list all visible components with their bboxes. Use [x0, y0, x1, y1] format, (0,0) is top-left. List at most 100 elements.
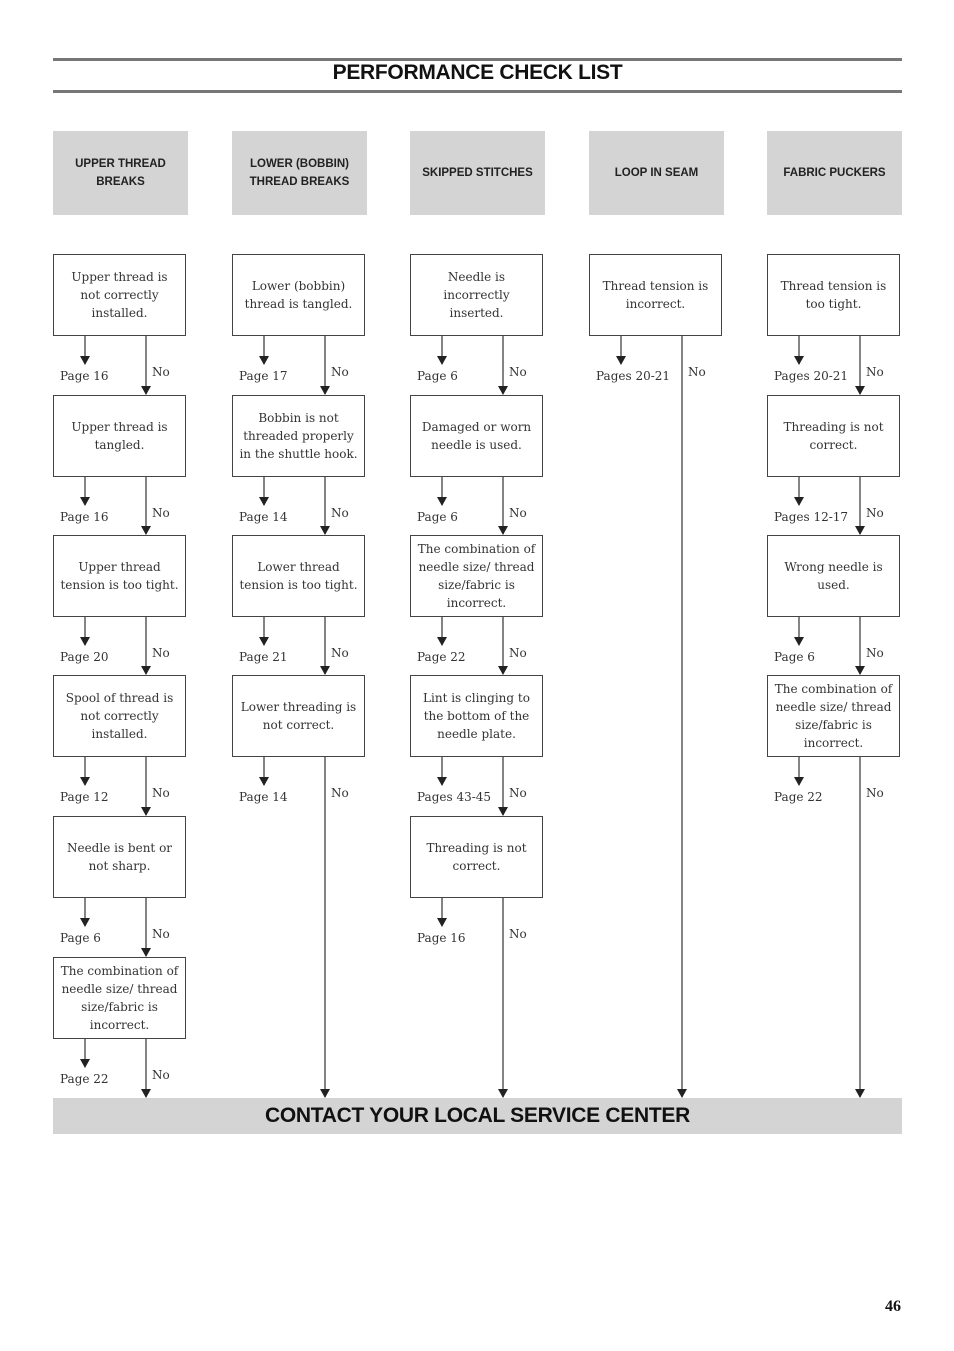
yes-arrow — [437, 497, 447, 506]
no-label: No — [866, 646, 884, 660]
no-label: No — [866, 506, 884, 520]
no-arrow — [320, 1089, 330, 1098]
yes-arrow — [437, 356, 447, 365]
yes-arrow — [794, 777, 804, 786]
no-label: No — [152, 365, 170, 379]
no-label: No — [152, 786, 170, 800]
page-reference: Pages 20-21 — [596, 369, 671, 383]
check-box: Threading is not correct. — [767, 395, 900, 477]
check-box: The combination of needle size/ thread s… — [53, 957, 186, 1039]
page-reference: Page 21 — [239, 650, 288, 664]
no-arrow — [498, 1089, 508, 1098]
no-label: No — [152, 1068, 170, 1082]
page-reference: Page 20 — [60, 650, 109, 664]
check-box: Threading is not correct. — [410, 816, 543, 898]
no-label: No — [152, 646, 170, 660]
check-box: Lint is clinging to the bottom of the ne… — [410, 675, 543, 757]
check-box: Needle is bent or not sharp. — [53, 816, 186, 898]
yes-arrow — [80, 356, 90, 365]
no-arrow — [320, 386, 330, 395]
check-box: Upper thread tension is too tight. — [53, 535, 186, 617]
no-arrow — [141, 948, 151, 957]
no-arrow — [498, 666, 508, 675]
no-arrow — [141, 807, 151, 816]
no-arrow — [141, 666, 151, 675]
page-number: 46 — [885, 1298, 901, 1315]
page-reference: Page 12 — [60, 790, 109, 804]
check-box: Upper thread is tangled. — [53, 395, 186, 477]
page-reference: Page 6 — [417, 510, 458, 524]
page-reference: Page 14 — [239, 510, 288, 524]
column-header: SKIPPED STITCHES — [410, 131, 545, 215]
no-label: No — [688, 365, 706, 379]
check-box: Thread tension is too tight. — [767, 254, 900, 336]
check-box: Lower thread tension is too tight. — [232, 535, 365, 617]
page-reference: Page 17 — [239, 369, 288, 383]
check-box: Wrong needle is used. — [767, 535, 900, 617]
page-reference: Page 16 — [60, 369, 109, 383]
no-label: No — [509, 646, 527, 660]
page-reference: Page 6 — [417, 369, 458, 383]
yes-arrow — [259, 497, 269, 506]
yes-arrow — [437, 918, 447, 927]
page-reference: Page 22 — [417, 650, 466, 664]
yes-arrow — [80, 777, 90, 786]
yes-arrow — [259, 356, 269, 365]
no-arrow — [855, 386, 865, 395]
page-title: PERFORMANCE CHECK LIST — [332, 61, 623, 84]
check-box: Thread tension is incorrect. — [589, 254, 722, 336]
yes-arrow — [80, 1059, 90, 1068]
page-reference: Page 14 — [239, 790, 288, 804]
page-reference: Page 16 — [60, 510, 109, 524]
page-reference: Pages 43-45 — [417, 790, 492, 804]
no-label: No — [331, 646, 349, 660]
no-label: No — [866, 786, 884, 800]
column-header: FABRIC PUCKERS — [767, 131, 902, 215]
page-reference: Pages 20-21 — [774, 369, 849, 383]
no-arrow — [855, 1089, 865, 1098]
no-label: No — [331, 786, 349, 800]
page-reference: Pages 12-17 — [774, 510, 849, 524]
yes-arrow — [794, 637, 804, 646]
no-label: No — [509, 506, 527, 520]
no-label: No — [331, 506, 349, 520]
no-arrow — [141, 526, 151, 535]
top-rule — [53, 58, 902, 61]
page-reference: Page 6 — [60, 931, 101, 945]
page-reference: Page 16 — [417, 931, 466, 945]
no-label: No — [152, 927, 170, 941]
no-arrow — [498, 526, 508, 535]
no-arrow — [320, 526, 330, 535]
no-arrow — [855, 666, 865, 675]
title-underline — [53, 90, 902, 93]
page-reference: Page 6 — [774, 650, 815, 664]
yes-arrow — [80, 637, 90, 646]
no-label: No — [509, 786, 527, 800]
no-label: No — [509, 365, 527, 379]
page-reference: Page 22 — [774, 790, 823, 804]
no-label: No — [866, 365, 884, 379]
check-box: Lower (bobbin) thread is tangled. — [232, 254, 365, 336]
no-arrow — [498, 807, 508, 816]
no-label: No — [509, 927, 527, 941]
no-arrow — [498, 386, 508, 395]
no-arrow — [855, 526, 865, 535]
yes-arrow — [259, 637, 269, 646]
column-header: LOWER (BOBBIN) THREAD BREAKS — [232, 131, 367, 215]
yes-arrow — [794, 356, 804, 365]
page-reference: Page 22 — [60, 1072, 109, 1086]
check-box: The combination of needle size/ thread s… — [410, 535, 543, 617]
no-label: No — [152, 506, 170, 520]
yes-arrow — [437, 777, 447, 786]
column-header: UPPER THREAD BREAKS — [53, 131, 188, 215]
check-box: Spool of thread is not correctly install… — [53, 675, 186, 757]
check-box: Lower threading is not correct. — [232, 675, 365, 757]
yes-arrow — [616, 356, 626, 365]
check-box: Bobbin is not threaded properly in the s… — [232, 395, 365, 477]
yes-arrow — [259, 777, 269, 786]
check-box: Damaged or worn needle is used. — [410, 395, 543, 477]
column-header: LOOP IN SEAM — [589, 131, 724, 215]
no-arrow — [141, 1089, 151, 1098]
check-box: Needle is incorrectly inserted. — [410, 254, 543, 336]
